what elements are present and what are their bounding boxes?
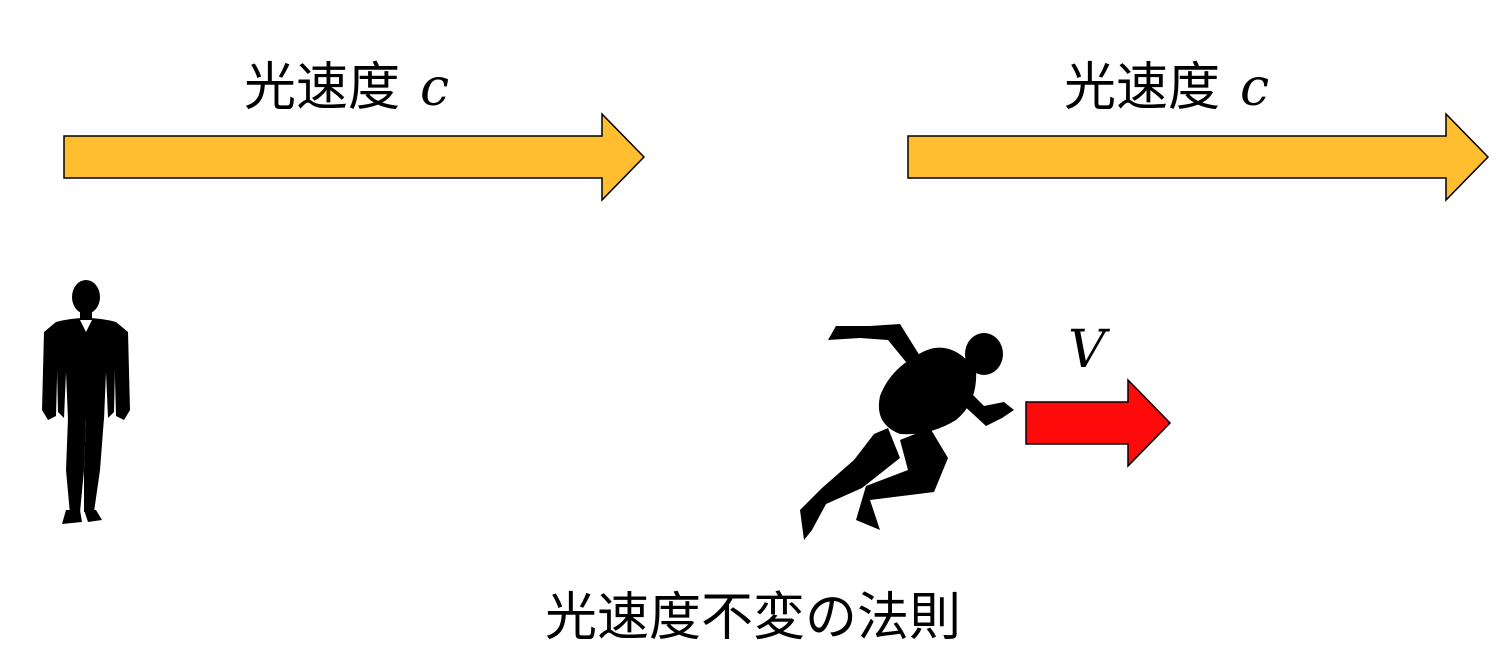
standing-man-icon xyxy=(42,280,130,524)
left-arrow-text: 光速度 xyxy=(244,58,401,118)
velocity-label: V xyxy=(1068,320,1106,380)
right-arrow-variable: c xyxy=(1240,58,1270,118)
right-arrow-text: 光速度 xyxy=(1064,58,1221,118)
sprinting-runner-icon xyxy=(800,324,1014,540)
velocity-arrow xyxy=(1025,378,1172,468)
diagram-caption: 光速度不変の法則 xyxy=(544,588,961,648)
left-arrow-variable: c xyxy=(420,58,450,118)
left-light-arrow xyxy=(63,112,646,202)
right-light-arrow xyxy=(907,112,1490,202)
